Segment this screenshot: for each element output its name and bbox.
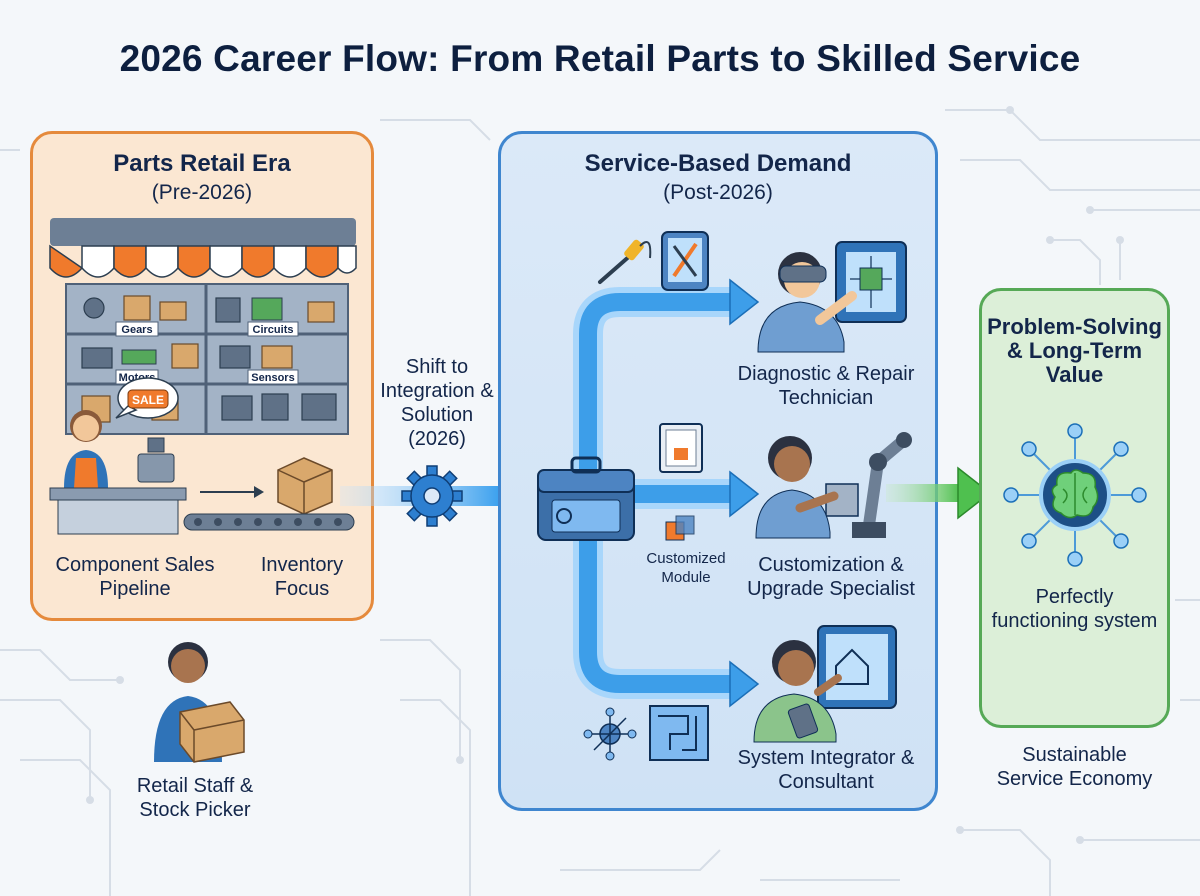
role-integrator-label: System Integrator & Consultant	[737, 747, 915, 793]
tablet-tools-icon	[661, 231, 709, 291]
retail-subheading: (Pre-2026)	[151, 181, 253, 204]
service-flow-arrows	[537, 231, 912, 761]
customization-specialist-icon	[755, 432, 912, 539]
awning-icon	[49, 218, 357, 278]
diagnostic-technician-icon	[757, 241, 907, 353]
result-label: Perfectly functioning system	[991, 586, 1158, 632]
service-heading: Service-Based Demand	[584, 150, 852, 177]
blueprint-icon	[649, 705, 709, 761]
service-subheading: (Post-2026)	[663, 181, 773, 204]
network-icon	[583, 707, 637, 761]
soldering-iron-icon	[598, 239, 652, 284]
role-diagnostic-label: Diagnostic & Repair Technician	[737, 363, 915, 409]
pipeline-label: Component Sales Pipeline	[55, 554, 215, 600]
shelf-label-sensors: Sensors	[251, 372, 294, 384]
customized-module-label: Customized Module	[646, 550, 726, 586]
3d-printer-icon	[659, 423, 703, 473]
stock-picker-icon	[154, 642, 245, 763]
gear-icon	[401, 465, 463, 527]
toolbox-icon	[537, 456, 635, 541]
retail-heading: Parts Retail Era	[113, 150, 291, 177]
inventory-focus-label: Inventory Focus	[260, 554, 344, 600]
role-customization-label: Customization & Upgrade Specialist	[747, 554, 915, 600]
storefront-illustration: Gears Circuits Motors Sensors SALE	[49, 218, 357, 535]
outcome-arrow	[886, 466, 992, 520]
economy-label: Sustainable Service Economy	[996, 744, 1153, 790]
svg-text:SALE: SALE	[132, 393, 164, 407]
brain-network-icon	[1003, 423, 1147, 567]
shelf-label-gears: Gears	[121, 324, 152, 336]
retail-clerk-icon	[64, 410, 108, 488]
custom-module-icon	[665, 515, 695, 541]
page-title: 2026 Career Flow: From Retail Parts to S…	[119, 38, 1081, 79]
shift-label: Shift to Integration & Solution (2026)	[380, 356, 494, 450]
inventory-box-icon	[277, 457, 333, 515]
shelf-label-circuits: Circuits	[253, 324, 294, 336]
sale-tag-icon: SALE	[115, 377, 179, 419]
value-heading: Problem-Solving & Long-Term Value	[987, 314, 1162, 387]
system-integrator-icon	[753, 625, 897, 743]
staff-label: Retail Staff & Stock Picker	[136, 775, 254, 821]
